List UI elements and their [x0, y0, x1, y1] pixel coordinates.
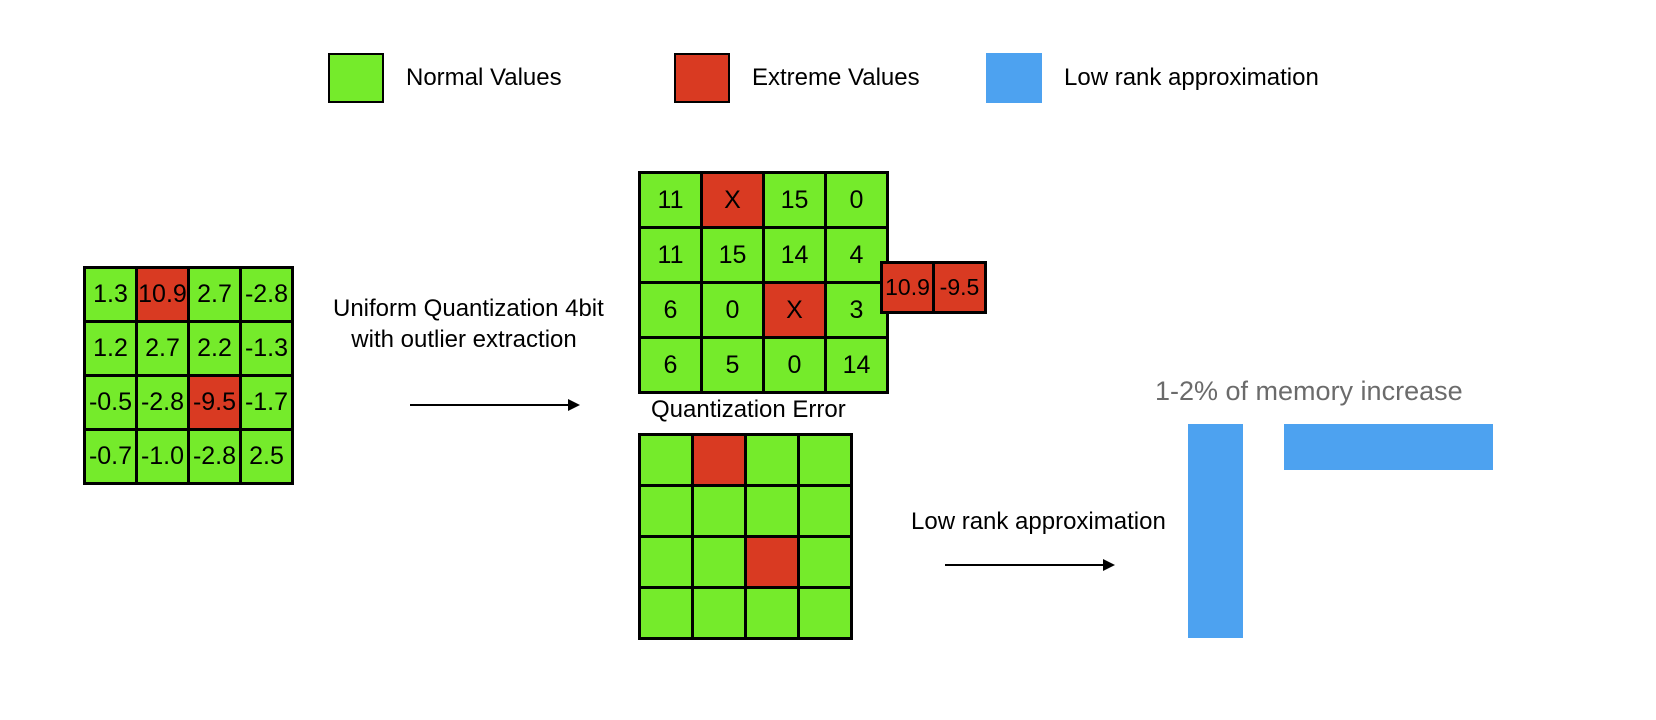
- extracted-outliers-vector: 10.9-9.5: [880, 261, 987, 314]
- matrix-cell: 11: [641, 229, 703, 284]
- matrix-cell: [694, 589, 747, 640]
- quantization-step-line2: with outlier extraction: [351, 326, 577, 354]
- quantization-step-line1: Uniform Quantization 4bit: [333, 295, 604, 322]
- matrix-cell: 1.2: [86, 323, 138, 377]
- matrix-cell: -0.5: [86, 377, 138, 431]
- legend-item-low-rank-approximation: Low rank approximation: [986, 53, 1319, 103]
- matrix-cell: [800, 589, 853, 640]
- quantization-step-label: Uniform Quantization 4bit with outlier ex…: [333, 293, 604, 355]
- legend-swatch-red-icon: [674, 53, 730, 103]
- quantization-error-title: Quantization Error: [651, 396, 846, 423]
- matrix-cell: X: [703, 174, 765, 229]
- matrix-cell: 6: [641, 284, 703, 339]
- matrix-cell: -2.8: [190, 431, 242, 485]
- matrix-cell: 2.7: [138, 323, 190, 377]
- matrix-cell: 1.3: [86, 269, 138, 323]
- matrix-cell: 5: [703, 339, 765, 394]
- memory-increase-note: 1-2% of memory increase: [1155, 376, 1463, 406]
- matrix-cell: 0: [827, 174, 889, 229]
- matrix-cell: 15: [703, 229, 765, 284]
- matrix-cell: [747, 589, 800, 640]
- matrix-cell: [641, 436, 694, 487]
- legend-swatch-green-icon: [328, 53, 384, 103]
- matrix-cell: 6: [641, 339, 703, 394]
- matrix-cell: -1.0: [138, 431, 190, 485]
- low-rank-arrow: [945, 556, 1115, 574]
- matrix-cell: 15: [765, 174, 827, 229]
- matrix-cell: [800, 487, 853, 538]
- legend-item-extreme-values: Extreme Values: [674, 53, 920, 103]
- legend-swatch-blue-icon: [986, 53, 1042, 103]
- matrix-cell: [800, 436, 853, 487]
- matrix-cell: 14: [827, 339, 889, 394]
- matrix-cell: 10.9: [138, 269, 190, 323]
- matrix-cell: -1.3: [242, 323, 294, 377]
- matrix-cell: [641, 538, 694, 589]
- matrix-cell: [641, 589, 694, 640]
- low-rank-step-label: Low rank approximation: [911, 508, 1166, 535]
- legend-label-normal-values: Normal Values: [406, 64, 562, 91]
- matrix-cell: 11: [641, 174, 703, 229]
- matrix-cell: -2.8: [242, 269, 294, 323]
- matrix-cell: 2.5: [242, 431, 294, 485]
- matrix-cell: -0.7: [86, 431, 138, 485]
- arrow-shaft: [410, 404, 570, 406]
- matrix-cell: -2.8: [138, 377, 190, 431]
- matrix-cell: 0: [765, 339, 827, 394]
- legend-item-normal-values: Normal Values: [328, 53, 562, 103]
- quantization-arrow: [410, 396, 580, 414]
- matrix-cell: [747, 436, 800, 487]
- quantization-error-matrix: [638, 433, 853, 640]
- matrix-cell: [694, 487, 747, 538]
- matrix-cell: 2.2: [190, 323, 242, 377]
- low-rank-bar-horizontal: [1284, 424, 1493, 470]
- matrix-cell: -1.7: [242, 377, 294, 431]
- legend-label-extreme-values: Extreme Values: [752, 64, 920, 91]
- matrix-cell: -9.5: [190, 377, 242, 431]
- matrix-cell: [694, 538, 747, 589]
- matrix-cell: 14: [765, 229, 827, 284]
- matrix-cell: [747, 487, 800, 538]
- matrix-cell: [641, 487, 694, 538]
- matrix-cell: 2.7: [190, 269, 242, 323]
- legend-label-low-rank-approximation: Low rank approximation: [1064, 64, 1319, 91]
- matrix-cell: -9.5: [935, 264, 987, 314]
- matrix-cell: 0: [703, 284, 765, 339]
- matrix-cell: [800, 538, 853, 589]
- arrow-head-icon: [1103, 559, 1115, 571]
- arrow-shaft: [945, 564, 1105, 566]
- matrix-cell: [694, 436, 747, 487]
- matrix-cell: [747, 538, 800, 589]
- matrix-cell: 4: [827, 229, 889, 284]
- matrix-cell: X: [765, 284, 827, 339]
- low-rank-bar-vertical: [1188, 424, 1243, 638]
- arrow-head-icon: [568, 399, 580, 411]
- matrix-cell: 10.9: [883, 264, 935, 314]
